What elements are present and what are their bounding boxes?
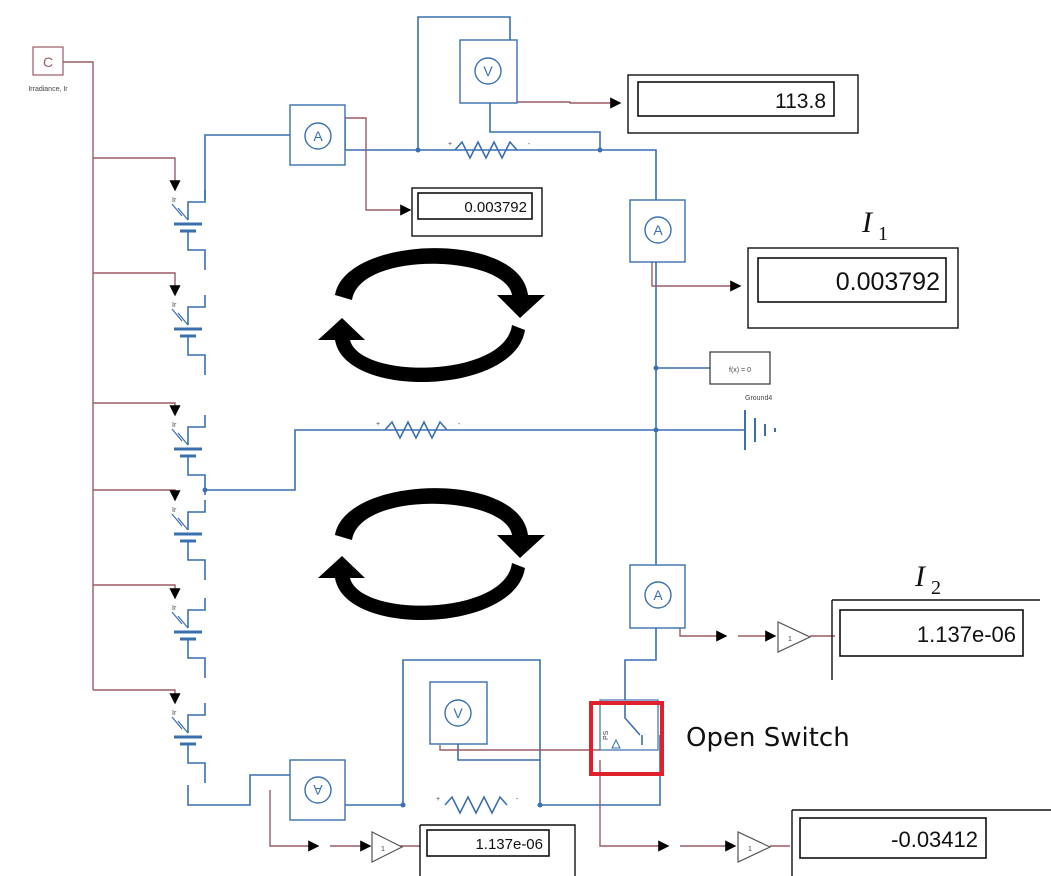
display-voltage-top-value: 113.8 — [775, 90, 826, 113]
label-i2-sub: 2 — [931, 577, 941, 599]
gain-block-i2[interactable]: 1 — [777, 621, 812, 653]
voltmeter-symbol: V — [453, 705, 463, 721]
irradiance-symbol: C — [43, 54, 53, 70]
pv-ir-port-label: Ir — [172, 507, 177, 514]
current-loop-arrow-top — [318, 248, 545, 383]
pv-cell[interactable]: Ir — [171, 703, 206, 783]
display-current-bottom-value: 1.137e-06 — [475, 836, 543, 853]
svg-text:-: - — [458, 421, 461, 428]
current-loop-arrow-bottom — [318, 488, 545, 621]
gain-block-bottom-right[interactable]: 1 — [737, 831, 772, 863]
switch-highlight-box — [589, 701, 664, 776]
resistor-bottom[interactable]: + - — [436, 795, 519, 815]
display-current-bottom: 1.137e-06 — [419, 824, 576, 876]
switch-ps-label: PS — [603, 730, 610, 740]
label-i1: I 1 — [861, 206, 888, 245]
display-current-i2: 1.137e-06 — [831, 599, 1040, 680]
irradiance-label: Irradiance, Ir — [28, 86, 68, 93]
voltmeter-top[interactable]: V — [459, 39, 518, 104]
display-current-i1-value: 0.003792 — [836, 268, 940, 296]
pv-ir-port-label: Ir — [172, 197, 177, 204]
ammeter-i1[interactable]: A — [629, 199, 686, 263]
label-open-switch: Open Switch — [686, 723, 850, 753]
pv-cell[interactable]: Ir — [171, 415, 206, 495]
wire-junctions — [202, 147, 659, 808]
pv-ir-port-label: Ir — [172, 302, 177, 309]
display-voltage-bottom-value: -0.03412 — [891, 827, 978, 852]
gain-value: 1 — [381, 846, 385, 853]
solver-text: f(x) = 0 — [729, 367, 751, 374]
resistor-top[interactable]: + - — [448, 140, 531, 160]
label-i1-sub: 1 — [878, 223, 888, 245]
pv-cell[interactable]: Ir — [171, 190, 206, 270]
ammeter-symbol: A — [653, 222, 663, 238]
pv-cell[interactable]: Ir — [171, 295, 206, 375]
ammeter-symbol: A — [313, 128, 323, 144]
open-switch-block[interactable]: PS — [589, 699, 664, 776]
ammeter-top-left[interactable]: A — [289, 104, 346, 166]
signal-wires — [269, 97, 835, 852]
display-current-i2-value: 1.137e-06 — [917, 622, 1016, 647]
irradiance-constant-block[interactable]: C Irradiance, Ir — [28, 46, 68, 93]
label-i2-main: I — [914, 560, 927, 593]
svg-text:+: + — [376, 421, 380, 428]
ammeter-symbol: A — [653, 587, 663, 603]
display-current-left-value: 0.003792 — [464, 199, 527, 216]
ammeter-bottom-left[interactable]: A — [289, 759, 346, 821]
gain-value: 1 — [748, 846, 752, 853]
pv-ir-port-label: Ir — [172, 422, 177, 429]
voltmeter-symbol: V — [483, 63, 493, 79]
svg-text:+: + — [436, 796, 440, 803]
gain-block-bottom-left[interactable]: 1 — [371, 831, 404, 863]
ground-symbol — [744, 410, 776, 450]
gain-value: 1 — [788, 636, 792, 643]
pv-ir-port-label: Ir — [172, 605, 177, 612]
ammeter-i2[interactable]: A — [629, 564, 686, 629]
label-i2: I 2 — [914, 560, 941, 599]
solver-configuration-block[interactable]: f(x) = 0 Ground4 — [709, 351, 772, 402]
display-voltage-bottom: -0.03412 — [791, 809, 1051, 876]
pv-cell[interactable]: Ir — [171, 598, 206, 678]
ammeter-symbol-flipped: A — [313, 782, 323, 798]
display-voltage-top: 113.8 — [627, 74, 859, 134]
svg-text:-: - — [528, 141, 531, 148]
svg-text:-: - — [516, 796, 519, 803]
display-current-i1: 0.003792 — [747, 247, 959, 329]
pv-ir-port-label: Ir — [172, 710, 177, 717]
pv-cell[interactable]: Ir — [171, 500, 206, 580]
ground-label: Ground4 — [745, 395, 772, 402]
display-current-left: 0.003792 — [411, 187, 543, 237]
resistor-middle[interactable]: + - — [376, 420, 461, 440]
irradiance-signal-bus — [63, 61, 181, 705]
voltmeter-bottom[interactable]: V — [429, 681, 488, 745]
label-i1-main: I — [861, 206, 874, 239]
svg-text:+: + — [448, 141, 452, 148]
